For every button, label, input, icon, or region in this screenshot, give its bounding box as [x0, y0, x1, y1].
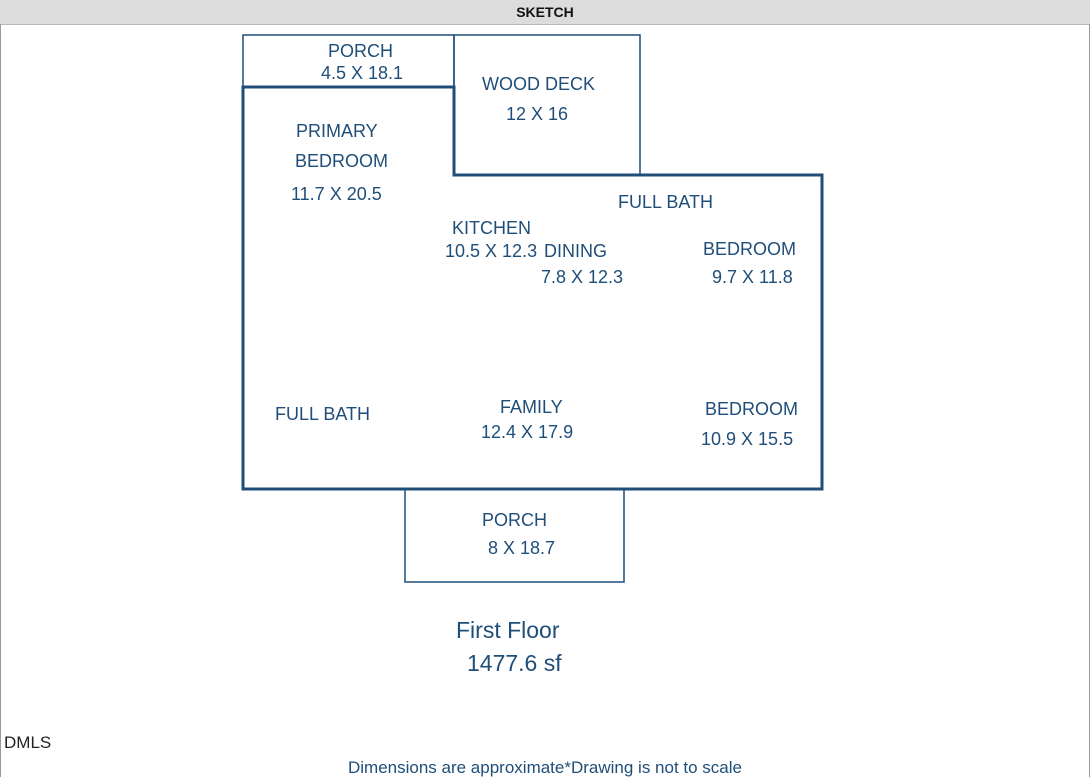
full-bath-left-name: FULL BATH [275, 404, 371, 424]
source-label: DMLS [4, 733, 52, 752]
family-name: FAMILY [500, 397, 563, 417]
bedroom-upper-dims: 9.7 X 11.8 [712, 267, 793, 287]
primary-bedroom-name-line1: PRIMARY [296, 121, 378, 141]
kitchen-name: KITCHEN [452, 218, 532, 238]
dining-dims: 7.8 X 12.3 [541, 267, 624, 287]
dining-name: DINING [544, 241, 607, 261]
bedroom-upper-name: BEDROOM [703, 239, 797, 259]
bedroom-lower-dims: 10.9 X 15.5 [701, 429, 794, 449]
porch-top-name: PORCH [328, 41, 394, 61]
main-house-outline [241, 85, 824, 491]
frame-left-border [0, 24, 1, 777]
porch-bottom-dims: 8 X 18.7 [488, 538, 556, 558]
floor-name: First Floor [456, 617, 560, 643]
kitchen-dims: 10.5 X 12.3 [445, 241, 538, 261]
wood-deck-dims: 12 X 16 [506, 104, 569, 124]
wood-deck-name: WOOD DECK [482, 74, 596, 94]
sketch-header: SKETCH [0, 0, 1090, 25]
porch-bottom-outline [404, 488, 625, 583]
porch-bottom-name: PORCH [482, 510, 548, 530]
primary-bedroom-dims: 11.7 X 20.5 [291, 184, 382, 204]
floor-area: 1477.6 sf [467, 650, 562, 676]
primary-bedroom-name-line2: BEDROOM [295, 151, 389, 171]
porch-top-dims: 4.5 X 18.1 [321, 63, 404, 83]
family-dims: 12.4 X 17.9 [481, 422, 574, 442]
full-bath-right-name: FULL BATH [618, 192, 714, 212]
bedroom-lower-name: BEDROOM [705, 399, 799, 419]
footnote: Dimensions are approximate*Drawing is no… [347, 758, 742, 777]
